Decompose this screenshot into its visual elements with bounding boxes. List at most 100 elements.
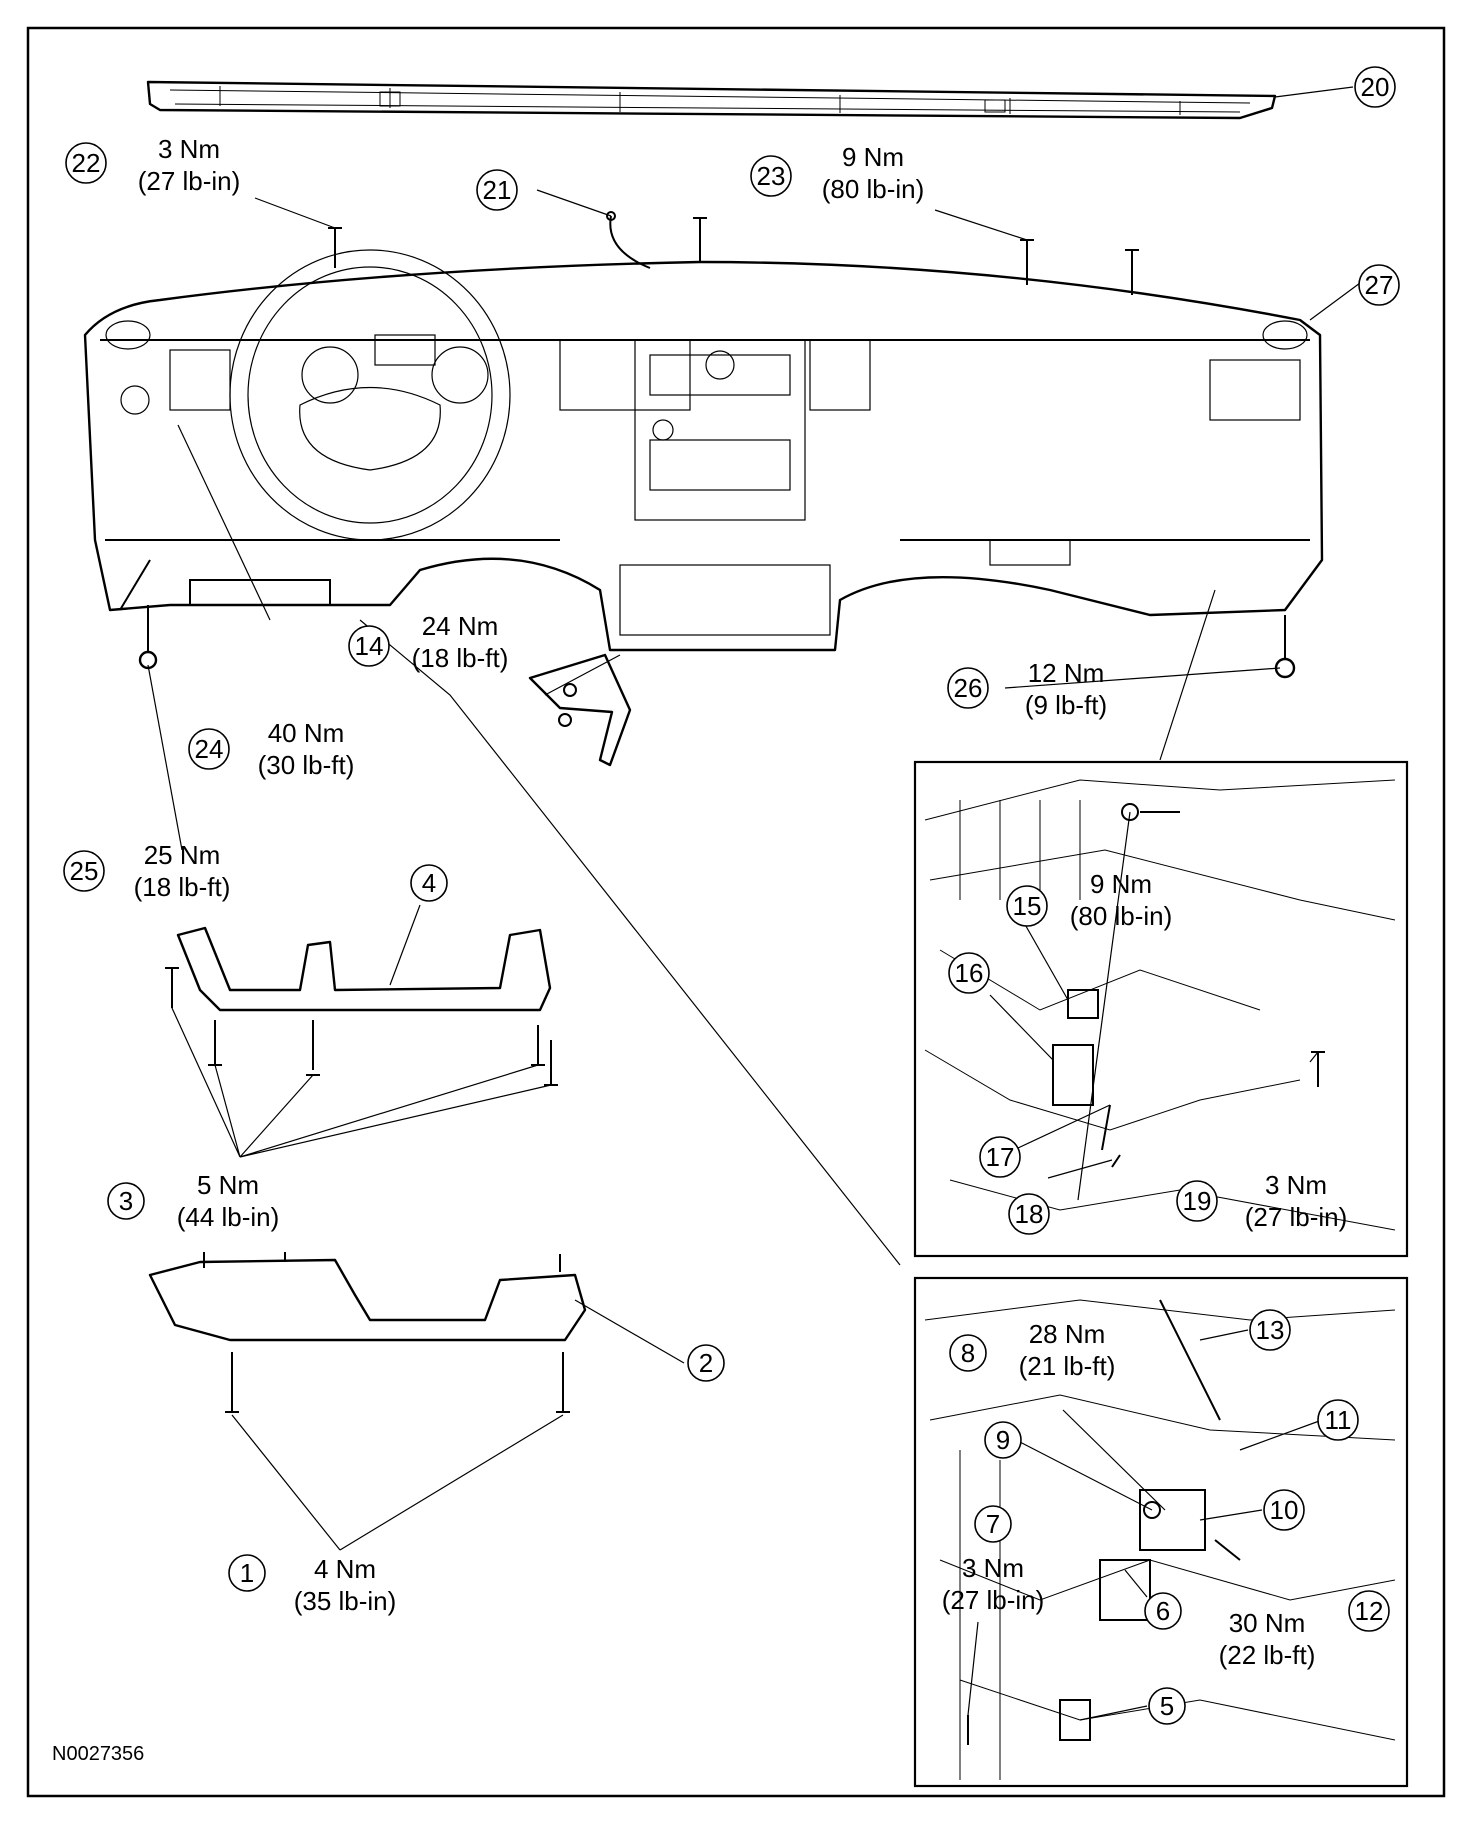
callout-number: 16 <box>955 958 984 988</box>
bolt-25 <box>138 605 158 670</box>
torque-imperial: (21 lb-ft) <box>1019 1351 1116 1381</box>
callout-3: 3 <box>107 1182 145 1220</box>
callout-number: 1 <box>240 1558 254 1588</box>
torque-nm: 3 Nm <box>158 134 220 164</box>
leader-lines <box>147 86 1361 1721</box>
callout-5: 5 <box>1148 1687 1186 1725</box>
callout-27: 27 <box>1358 264 1400 306</box>
torque-nm: 9 Nm <box>1090 869 1152 899</box>
callout-1: 1 <box>228 1554 266 1592</box>
torque-imperial: (80 lb-in) <box>822 174 925 204</box>
callout-number: 13 <box>1256 1315 1285 1345</box>
callout-15: 15 <box>1006 885 1048 927</box>
torque-label-26: 12 Nm (9 lb-ft) <box>1025 658 1107 720</box>
instrument-panel <box>83 249 1324 652</box>
torque-label-15: 9 Nm (80 lb-in) <box>1070 869 1173 931</box>
part-2-lower-panel <box>148 1252 587 1413</box>
callout-number: 3 <box>119 1186 133 1216</box>
torque-nm: 12 Nm <box>1028 658 1105 688</box>
torque-nm: 5 Nm <box>197 1170 259 1200</box>
callout-18: 18 <box>1008 1193 1050 1235</box>
callout-8: 8 <box>949 1334 987 1372</box>
torque-label-8: 28 Nm (21 lb-ft) <box>1019 1319 1116 1381</box>
callout-24: 24 <box>188 728 230 770</box>
callout-number: 22 <box>72 148 101 178</box>
torque-nm: 30 Nm <box>1229 1608 1306 1638</box>
torque-imperial: (9 lb-ft) <box>1025 690 1107 720</box>
callout-14: 14 <box>348 625 390 667</box>
callout-number: 15 <box>1013 891 1042 921</box>
callout-17: 17 <box>979 1136 1021 1178</box>
callout-number: 20 <box>1361 72 1390 102</box>
torque-nm: 4 Nm <box>314 1554 376 1584</box>
callout-11: 11 <box>1317 1399 1359 1441</box>
torque-label-1: 4 Nm (35 lb-in) <box>294 1554 397 1616</box>
callout-number: 26 <box>954 673 983 703</box>
callout-19: 19 <box>1176 1180 1218 1222</box>
torque-imperial: (80 lb-in) <box>1070 901 1173 931</box>
torque-label-14: 24 Nm (18 lb-ft) <box>412 611 509 673</box>
callout-number: 24 <box>195 734 224 764</box>
part-14-bracket <box>528 653 632 767</box>
torque-imperial: (44 lb-in) <box>177 1202 280 1232</box>
callout-16: 16 <box>948 952 990 994</box>
callout-number: 4 <box>422 868 436 898</box>
torque-label-12: 30 Nm (22 lb-ft) <box>1219 1608 1316 1670</box>
callout-23: 23 <box>750 155 792 197</box>
callout-26: 26 <box>947 667 989 709</box>
callout-number: 8 <box>961 1338 975 1368</box>
torque-label-22: 3 Nm (27 lb-in) <box>138 134 241 196</box>
callout-number: 25 <box>70 856 99 886</box>
torque-label-7: 3 Nm (27 lb-in) <box>942 1553 1045 1615</box>
torque-label-19: 3 Nm (27 lb-in) <box>1245 1170 1348 1232</box>
callout-number: 11 <box>1325 1405 1352 1435</box>
torque-imperial: (22 lb-ft) <box>1219 1640 1316 1670</box>
callout-2: 2 <box>687 1344 725 1382</box>
callout-21: 21 <box>476 169 518 211</box>
torque-imperial: (27 lb-in) <box>1245 1202 1348 1232</box>
torque-label-24: 40 Nm (30 lb-ft) <box>258 718 355 780</box>
torque-nm: 9 Nm <box>842 142 904 172</box>
callout-25: 25 <box>63 850 105 892</box>
callout-number: 27 <box>1365 270 1394 300</box>
torque-nm: 3 Nm <box>1265 1170 1327 1200</box>
callout-22: 22 <box>65 142 107 184</box>
callout-number: 18 <box>1015 1199 1044 1229</box>
callout-number: 12 <box>1355 1596 1384 1626</box>
figure-id: N0027356 <box>52 1743 144 1765</box>
callout-number: 6 <box>1156 1596 1170 1626</box>
callout-number: 21 <box>483 175 512 205</box>
callout-number: 19 <box>1183 1186 1212 1216</box>
torque-imperial: (18 lb-ft) <box>134 872 231 902</box>
callout-number: 5 <box>1160 1691 1174 1721</box>
torque-nm: 24 Nm <box>422 611 499 641</box>
torque-nm: 3 Nm <box>962 1553 1024 1583</box>
torque-label-23: 9 Nm (80 lb-in) <box>822 142 925 204</box>
fasteners-top <box>328 211 1139 295</box>
callout-9: 9 <box>984 1421 1022 1459</box>
callout-10: 10 <box>1263 1489 1305 1531</box>
inset-upper-right <box>913 760 1409 1258</box>
torque-imperial: (27 lb-in) <box>138 166 241 196</box>
callout-20: 20 <box>1354 66 1396 108</box>
callout-7: 7 <box>974 1505 1012 1543</box>
part-20-defroster-grille <box>146 80 1277 120</box>
torque-imperial: (35 lb-in) <box>294 1586 397 1616</box>
callout-number: 9 <box>996 1425 1010 1455</box>
torque-imperial: (27 lb-in) <box>942 1585 1045 1615</box>
callout-number: 17 <box>986 1142 1015 1172</box>
callout-number: 7 <box>986 1509 1000 1539</box>
callout-number: 14 <box>355 631 384 661</box>
torque-label-3: 5 Nm (44 lb-in) <box>177 1170 280 1232</box>
callout-13: 13 <box>1249 1309 1291 1351</box>
torque-label-25: 25 Nm (18 lb-ft) <box>134 840 231 902</box>
torque-nm: 40 Nm <box>268 718 345 748</box>
torque-nm: 25 Nm <box>144 840 221 870</box>
torque-nm: 28 Nm <box>1029 1319 1106 1349</box>
bolt-26 <box>1274 615 1296 679</box>
callout-6: 6 <box>1144 1592 1182 1630</box>
callout-4: 4 <box>410 864 448 902</box>
callout-12: 12 <box>1348 1590 1390 1632</box>
torque-imperial: (18 lb-ft) <box>412 643 509 673</box>
